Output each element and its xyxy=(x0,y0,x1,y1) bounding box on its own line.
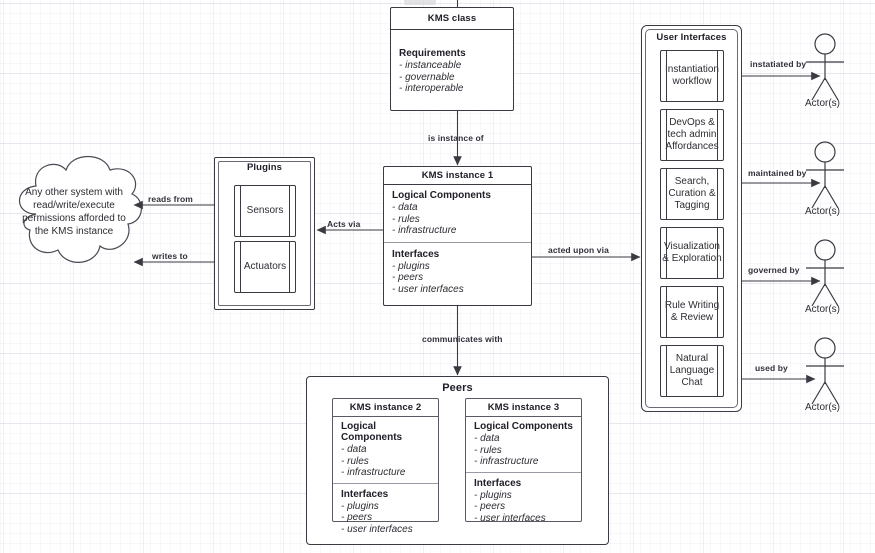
kms-instance-3-title: KMS instance 3 xyxy=(466,399,581,417)
ui-component-natural-language-chat[interactable]: Natural Language Chat xyxy=(660,345,724,397)
section-item: - plugins xyxy=(341,500,379,512)
kms-instance-1-interfaces: Interfaces - plugins - peers - user inte… xyxy=(384,241,531,301)
section-item: - user interfaces xyxy=(392,283,464,295)
kms-class-body: Requirements - instanceable - governable… xyxy=(391,30,513,95)
user-interfaces-title: User Interfaces xyxy=(656,32,727,43)
section-item: - plugins xyxy=(474,489,512,501)
section-item: - infrastructure xyxy=(392,225,457,237)
top-edge-artifact xyxy=(404,0,436,5)
actor-figure-3 xyxy=(806,239,844,307)
section-heading: Logical Components xyxy=(392,190,491,201)
ui-component-rule-writing-review[interactable]: Rule Writing & Review xyxy=(660,286,724,338)
edge-label-instatiated-by: instatiated by xyxy=(750,59,807,69)
section-item: - peers xyxy=(474,501,506,513)
plugin-component-sensors[interactable]: Sensors xyxy=(234,185,296,237)
section-item: - user interfaces xyxy=(341,523,413,535)
edge-label-governed-by: governed by xyxy=(748,265,800,275)
ui-component-label: Search, Curation & Tagging xyxy=(668,176,716,211)
actor-label-3: Actor(s) xyxy=(805,304,840,315)
kms-instance-2-box[interactable]: KMS instance 2 Logical Components - data… xyxy=(332,398,439,535)
kms-instance-2-interfaces: Interfaces - plugins - peers - user inte… xyxy=(333,482,438,540)
edge-label-acts-via: Acts via xyxy=(327,219,361,229)
actor-label-1: Actor(s) xyxy=(805,98,840,109)
actor-figure-2 xyxy=(806,141,844,209)
ui-component-devops-tech-admin[interactable]: DevOps & tech admin Affordances xyxy=(660,109,724,161)
section-item: - data xyxy=(474,433,500,444)
plugin-component-actuators[interactable]: Actuators xyxy=(234,241,296,293)
section-heading: Interfaces xyxy=(474,477,522,489)
ui-component-visualization-exploration[interactable]: Visualization & Exploration xyxy=(660,227,724,279)
peers-title: Peers xyxy=(442,382,473,394)
plugins-inner-border xyxy=(218,161,311,306)
kms-class-box[interactable]: KMS class Requirements - instanceable - … xyxy=(390,7,514,111)
section-item: - peers xyxy=(392,272,424,284)
kms-instance-1-title: KMS instance 1 xyxy=(384,167,531,185)
edge-label-writes-to: writes to xyxy=(152,251,188,261)
kms-class-item: - interoperable xyxy=(399,83,464,95)
edge-label-used-by: used by xyxy=(755,363,788,373)
section-item: - rules xyxy=(341,455,369,467)
ui-component-search-curation-tagging[interactable]: Search, Curation & Tagging xyxy=(660,168,724,220)
edge-label-is-instance-of: is instance of xyxy=(428,133,484,143)
ui-component-label: Natural Language Chat xyxy=(669,353,715,388)
edge-label-communicates-with: communicates with xyxy=(422,334,503,344)
kms-instance-1-box[interactable]: KMS instance 1 Logical Components - data… xyxy=(383,166,532,306)
ui-component-label: Visualization & Exploration xyxy=(662,241,722,264)
kms-instance-3-box[interactable]: KMS instance 3 Logical Components - data… xyxy=(465,398,582,524)
kms-instance-2-logical-components: Logical Components - data - rules - infr… xyxy=(333,417,438,483)
section-item: - infrastructure xyxy=(474,456,539,468)
actor-figure-4 xyxy=(806,337,844,405)
kms-class-section-heading: Requirements xyxy=(399,48,466,59)
kms-instance-1-logical-components: Logical Components - data - rules - infr… xyxy=(384,185,531,242)
section-heading: Interfaces xyxy=(392,248,440,260)
section-item: - infrastructure xyxy=(341,467,406,479)
section-item: - rules xyxy=(392,213,420,225)
kms-class-item: - governable xyxy=(399,71,455,83)
edge-label-maintained-by: maintained by xyxy=(748,168,807,178)
edge-label-acted-upon-via: acted upon via xyxy=(548,245,609,255)
actor-figure-1 xyxy=(806,33,844,101)
user-interfaces-inner-border xyxy=(645,29,738,408)
section-item: - plugins xyxy=(392,260,430,272)
section-item: - user interfaces xyxy=(474,512,546,524)
cloud-label: Any other system with read/write/execute… xyxy=(22,187,126,237)
section-item: - data xyxy=(392,202,418,213)
ui-component-label: Instantiation workflow xyxy=(665,64,719,87)
section-item: - rules xyxy=(474,444,502,456)
kms-instance-3-logical-components: Logical Components - data - rules - infr… xyxy=(466,417,581,472)
actor-label-2: Actor(s) xyxy=(805,206,840,217)
plugin-component-label: Sensors xyxy=(246,205,284,216)
kms-instance-2-title: KMS instance 2 xyxy=(333,399,438,417)
ui-component-label: Rule Writing & Review xyxy=(664,300,720,323)
ui-component-label: DevOps & tech admin Affordances xyxy=(665,117,719,152)
section-heading: Logical Components xyxy=(341,421,403,443)
section-item: - peers xyxy=(341,512,373,524)
plugins-title: Plugins xyxy=(246,162,282,173)
plugin-component-label: Actuators xyxy=(243,261,287,272)
kms-class-title: KMS class xyxy=(391,8,513,30)
edge-label-reads-from: reads from xyxy=(148,194,193,204)
ui-component-instantiation-workflow[interactable]: Instantiation workflow xyxy=(660,50,724,102)
kms-class-item: - instanceable xyxy=(399,60,462,71)
actor-label-4: Actor(s) xyxy=(805,402,840,413)
section-heading: Interfaces xyxy=(341,488,389,500)
kms-instance-3-interfaces: Interfaces - plugins - peers - user inte… xyxy=(466,471,581,529)
section-heading: Logical Components xyxy=(474,421,573,432)
section-item: - data xyxy=(341,444,367,455)
